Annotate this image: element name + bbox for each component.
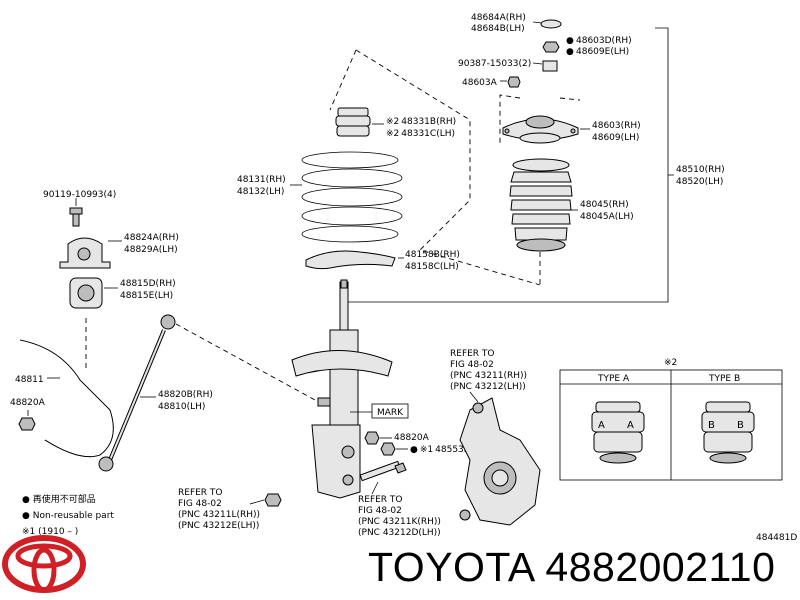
bolt-nut-48603A xyxy=(507,76,521,88)
svg-text:FIG 48-02: FIG 48-02 xyxy=(450,360,494,370)
bump-stopper-type-b xyxy=(701,401,755,464)
label-48158C: 48158C(LH) xyxy=(405,262,459,272)
label-90387: 90387-15033(2) xyxy=(458,59,531,69)
nut-48820A-left xyxy=(18,417,36,431)
label-48131: 48131(RH) xyxy=(237,175,286,185)
stabilizer-link xyxy=(98,314,176,472)
ref-bottom-mid: REFER TO FIG 48-02 (PNC 43211K(RH)) (PNC… xyxy=(358,495,441,538)
svg-text:FIG 48-02: FIG 48-02 xyxy=(178,499,222,509)
non-reusable-mark: ● xyxy=(566,36,574,46)
label-48510: 48510(RH) xyxy=(676,165,725,175)
label-48684A: 48684A(RH) xyxy=(471,13,526,23)
type-b-letter: B xyxy=(708,420,715,431)
stabilizer-bushing xyxy=(69,277,103,309)
svg-text:(PNC 43212(LH)): (PNC 43212(LH)) xyxy=(450,382,526,392)
label-48603A: 48603A xyxy=(462,78,498,88)
label-48811: 48811 xyxy=(15,375,44,385)
label-48603: 48603(RH) xyxy=(592,121,641,131)
svg-text:REFER TO: REFER TO xyxy=(178,488,223,498)
svg-text:REFER TO: REFER TO xyxy=(358,495,403,505)
label-48158B: 48158B(RH) xyxy=(405,250,460,260)
legend-line-2: ● Non-reusable part xyxy=(22,511,114,521)
svg-text:(PNC 43212D(LH)): (PNC 43212D(LH)) xyxy=(358,528,441,538)
type-a-letter: A xyxy=(598,420,605,431)
label-48824A: 48824A(RH) xyxy=(124,233,179,243)
dust-boot xyxy=(509,158,573,252)
shock-absorber xyxy=(291,279,393,499)
strut-bolt xyxy=(359,460,407,482)
toyota-logo xyxy=(2,535,86,593)
mark-box xyxy=(371,403,409,419)
svg-text:REFER TO: REFER TO xyxy=(450,349,495,359)
label-48603D: 48603D(RH) xyxy=(576,36,632,46)
diagram-id: 484481D xyxy=(756,533,797,543)
nut-48820A-right xyxy=(364,431,380,445)
label-48609: 48609(LH) xyxy=(592,133,639,143)
label-48609E: 48609E(LH) xyxy=(576,47,629,57)
svg-text:FIG 48-02: FIG 48-02 xyxy=(358,506,402,516)
brand-part-number: TOYOTA 4882002110 xyxy=(368,544,776,590)
label-48810: 48810(LH) xyxy=(158,402,205,412)
collar xyxy=(542,60,558,72)
type-b-letter: B xyxy=(737,420,744,431)
label-48820B: 48820B(RH) xyxy=(158,390,213,400)
legend-line-3: ※1 (1910 – ) xyxy=(22,527,78,537)
types-note: ※2 xyxy=(664,358,677,368)
bump-stopper-type-a xyxy=(591,401,645,464)
support-mount xyxy=(502,115,579,144)
label-48829A: 48829A(LH) xyxy=(124,245,178,255)
dust-cap xyxy=(540,19,562,29)
svg-text:(PNC 43211K(RH)): (PNC 43211K(RH)) xyxy=(358,517,441,527)
svg-text:(PNC 43212E(LH)): (PNC 43212E(LH)) xyxy=(178,521,259,531)
label-48045: 48045(RH) xyxy=(580,200,629,210)
type-a-letter: A xyxy=(627,420,634,431)
svg-text:(PNC 43211(RH)): (PNC 43211(RH)) xyxy=(450,371,527,381)
label-48132: 48132(LH) xyxy=(237,187,284,197)
label-48820A-left: 48820A xyxy=(10,398,46,408)
spring-insulator xyxy=(305,250,396,270)
non-reusable-mark: ● xyxy=(566,47,574,57)
nut-bottom xyxy=(264,493,282,507)
ref-bottom-left: REFER TO FIG 48-02 (PNC 43211L(RH)) (PNC… xyxy=(178,488,260,531)
stabilizer-bar xyxy=(19,339,114,458)
label-48520: 48520(LH) xyxy=(676,177,723,187)
nut-48553F xyxy=(380,442,396,456)
stabilizer-bracket xyxy=(59,237,111,269)
label-48684B: 48684B(LH) xyxy=(471,24,525,34)
bushing-bolt xyxy=(69,207,83,227)
label-48815D: 48815D(RH) xyxy=(120,279,176,289)
svg-text:(PNC 43211L(RH)): (PNC 43211L(RH)) xyxy=(178,510,260,520)
mount-nut xyxy=(542,41,560,53)
bump-stopper xyxy=(335,107,371,137)
legend-line-1: ● 再使用不可部品 xyxy=(22,493,96,505)
label-90119: 90119-10993(4) xyxy=(43,190,116,200)
coil-spring xyxy=(301,151,403,243)
ref-knuckle: REFER TO FIG 48-02 (PNC 43211(RH)) (PNC … xyxy=(450,349,527,392)
label-mark: MARK xyxy=(377,408,404,418)
steering-knuckle xyxy=(459,397,541,526)
label-48815E: 48815E(LH) xyxy=(120,291,173,301)
type-a-header: TYPE A xyxy=(597,374,630,384)
label-48820A-right: 48820A xyxy=(394,433,430,443)
label-48045A: 48045A(LH) xyxy=(580,212,634,222)
type-b-header: TYPE B xyxy=(708,374,740,384)
